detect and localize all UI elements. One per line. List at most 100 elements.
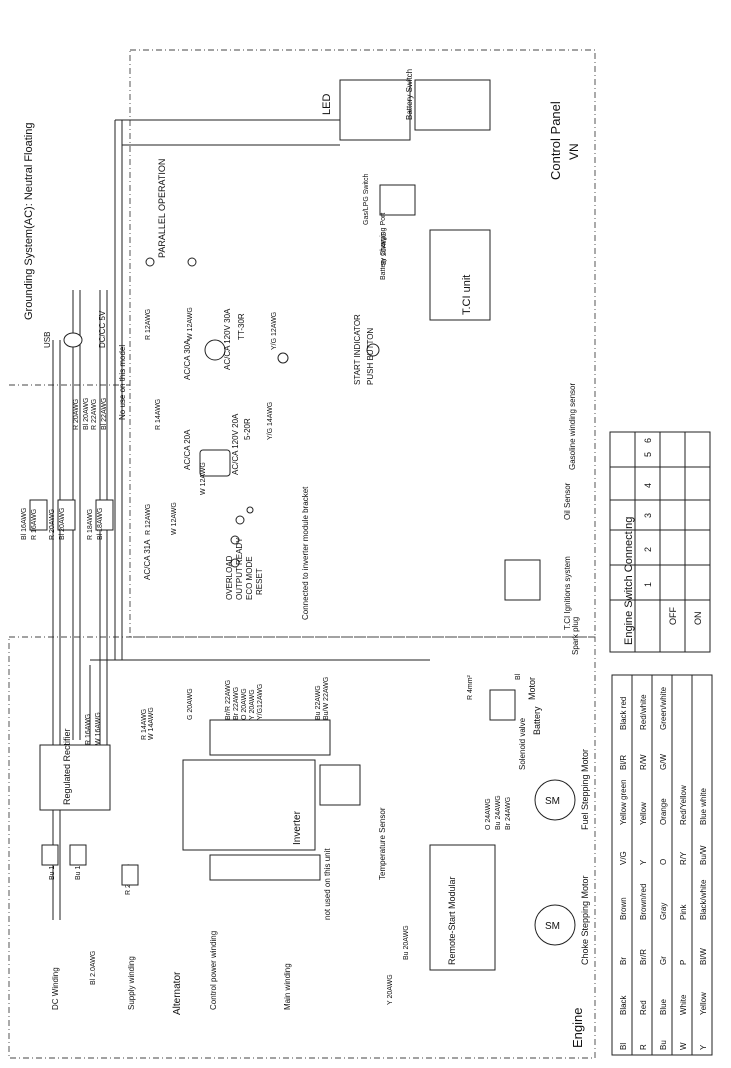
oil-sensor-label: Oil Sensor xyxy=(563,482,572,520)
color-table-cell: Y xyxy=(639,859,648,865)
wire-y20-a: Y 20AWG xyxy=(249,689,256,720)
color-table-cell: W xyxy=(679,1042,688,1050)
color-table-cell: R/Y xyxy=(679,851,688,865)
color-table-cell: Bu xyxy=(659,1040,668,1050)
connector-5 xyxy=(69,844,87,866)
choke-motor-sm: SM xyxy=(545,921,560,932)
wire-r4: R 4mm² xyxy=(467,674,474,700)
wire-bl16-a: Bl 16AWG xyxy=(21,508,28,540)
gas-lpg-switch xyxy=(379,184,416,216)
switch-row-off: OFF xyxy=(668,607,678,625)
led-label: LED xyxy=(321,94,333,115)
color-table-cell: Yellow xyxy=(699,992,708,1015)
wire-r22-a: R 22AWG xyxy=(91,399,98,430)
usb-label: USB xyxy=(43,332,52,348)
outlet-20a-type: 5-20R xyxy=(243,418,252,440)
switch-col-1: 1 xyxy=(643,582,653,587)
color-table-cell: Red/white xyxy=(639,694,648,730)
inverter-connector-top xyxy=(209,719,331,756)
engine-boundary xyxy=(8,636,596,1059)
connector-3 xyxy=(95,499,114,531)
connector-1 xyxy=(29,499,48,531)
reset-button xyxy=(246,506,254,514)
wire-r20-b: R 20AWG xyxy=(73,399,80,430)
wire-br24-a: Br 24AWG xyxy=(505,797,512,830)
alternator-label: Alternator xyxy=(172,971,183,1015)
page-title: Grounding System(AC): Neutral Floating xyxy=(23,123,35,320)
led-label-overload: OVERLOAD xyxy=(225,555,234,600)
gas-lpg-label: Gas/LPG Switch xyxy=(363,174,370,225)
color-table-cell: V/G xyxy=(619,851,628,865)
engine-label: Engine xyxy=(570,1008,585,1048)
tci-ignition-label: T.CI Ignitions system xyxy=(563,556,572,630)
wire-bl20-a: Bl 20AWG xyxy=(59,508,66,540)
parallel-terminal-2 xyxy=(187,257,197,267)
tci-unit xyxy=(429,229,491,321)
gasoline-sensor-label: Gasoline winding sensor xyxy=(568,383,577,470)
wire-w12-b: W 12AWG xyxy=(200,462,207,495)
color-table-cell: Gr xyxy=(659,956,668,965)
motor-label: Motor xyxy=(527,677,537,700)
color-table-cell: R/W xyxy=(639,754,648,770)
inverter-label: Inverter xyxy=(292,810,303,845)
inverter-box xyxy=(182,759,316,851)
wire-bu20: Bu 20AWG xyxy=(403,925,410,960)
switch-col-5: 5 xyxy=(643,452,653,457)
switch-table xyxy=(609,431,711,653)
outlet-20a-spec: AC/CA 120V 20A xyxy=(231,413,240,475)
rectifier-box xyxy=(39,744,111,811)
inverter-connector-bottom xyxy=(209,854,321,881)
color-table-cell: R xyxy=(639,1044,648,1050)
outlet-30a-type: TT-30R xyxy=(237,313,246,340)
color-table-cell: Brown xyxy=(619,897,628,920)
color-table-cell: Bl xyxy=(619,1043,628,1050)
tci-unit-label: T.CI unit xyxy=(461,275,473,315)
control-panel-model: VN xyxy=(567,143,581,160)
wire-bl22-a: Bl 22AWG xyxy=(101,398,108,430)
wire-w12-c: W 12AWG xyxy=(171,502,178,535)
color-table-cell: Brown/red xyxy=(639,884,648,920)
wire-bluw22: Bu/W 22AWG xyxy=(323,677,330,720)
led-label-output-ready: OUTPUT READY xyxy=(235,537,244,600)
push-button-label: PUSH BUTTON xyxy=(366,328,375,385)
wire-o20-a: O 20AWG xyxy=(241,688,248,720)
battery-label: Battery xyxy=(532,706,542,735)
main-breaker: AC/CA 31A xyxy=(143,539,152,580)
wire-r16-a: R 16AWG xyxy=(31,509,38,540)
outlet-30a xyxy=(204,339,226,361)
remote-start-box xyxy=(429,844,496,971)
no-use-label: No use on this model xyxy=(118,345,127,420)
led-label-eco-mode: ECO MODE xyxy=(245,556,254,600)
switch-col-3: 3 xyxy=(643,513,653,518)
winding-main: Main winding xyxy=(283,963,292,1010)
wire-w16-a: W 16AWG xyxy=(95,712,102,745)
ground-symbol-1 xyxy=(277,352,289,364)
color-table-cell: Pink xyxy=(679,903,688,920)
battery-switch-label: Battery Switch xyxy=(405,69,414,120)
battery-symbol xyxy=(489,689,516,721)
fuel-motor-sm: SM xyxy=(545,796,560,807)
switch-col-4: 4 xyxy=(643,483,653,488)
wire-yg12b: Y/G12AWG xyxy=(257,684,264,720)
outlet-30a-spec: AC/CA 120V 30A xyxy=(223,308,232,370)
led-overload xyxy=(230,558,240,568)
control-panel-boundary xyxy=(129,49,596,638)
remote-start-label: Remote-Start Modular xyxy=(447,876,457,965)
switch-row-on: ON xyxy=(693,612,703,626)
led-label-reset: RESET xyxy=(255,568,264,595)
usb-spec: DC/CC 5V xyxy=(98,310,107,348)
ignition-coil xyxy=(504,559,541,601)
color-table-cell: Green/white xyxy=(659,686,668,730)
wire-o24-a: O 24AWG xyxy=(485,798,492,830)
color-table-cell: Bl/R xyxy=(619,755,628,770)
not-used-label: not used on this unit xyxy=(323,848,332,920)
choke-motor-label: Choke Stepping Motor xyxy=(580,875,590,965)
color-table-cell: P xyxy=(679,960,688,965)
wire-bu24-a: Bu 24AWG xyxy=(495,795,502,830)
wire-w12-a: W 12AWG xyxy=(187,307,194,340)
solenoid-label: Solenoid valve xyxy=(518,717,527,770)
color-table xyxy=(611,674,713,1056)
color-table-cell: Black xyxy=(619,994,628,1015)
wire-br22: Br 22AWG xyxy=(233,687,240,720)
wire-y20-b: Y 20AWG xyxy=(387,974,394,1005)
